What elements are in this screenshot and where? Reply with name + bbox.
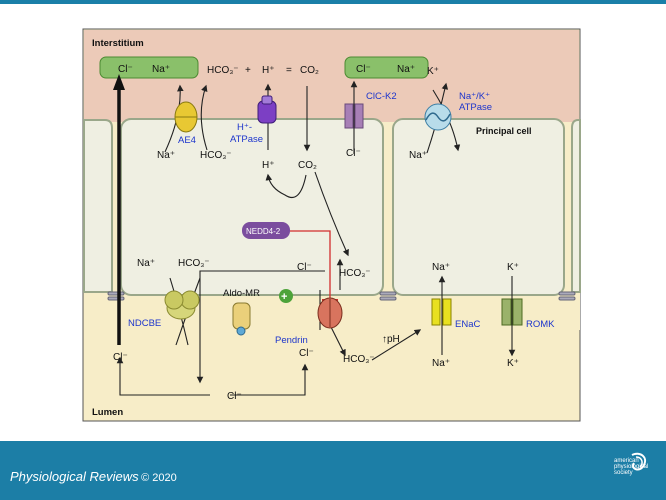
svg-text:Cl⁻: Cl⁻ (346, 148, 361, 159)
ae4-transporter: AE4 (174, 101, 198, 146)
svg-text:HCO₃⁻: HCO₃⁻ (339, 268, 371, 279)
svg-text:+: + (245, 65, 251, 76)
svg-text:H⁺: H⁺ (262, 65, 275, 76)
svg-text:Cl⁻: Cl⁻ (356, 64, 371, 75)
svg-text:ClC-K2: ClC-K2 (366, 91, 397, 102)
svg-text:Cl⁻: Cl⁻ (297, 262, 312, 273)
svg-text:Na⁺: Na⁺ (157, 150, 175, 161)
svg-text:ROMK: ROMK (526, 319, 555, 330)
svg-text:Na⁺: Na⁺ (432, 358, 450, 369)
svg-text:HCO₃⁻: HCO₃⁻ (343, 354, 375, 365)
principal-cell-label: Principal cell (476, 126, 532, 136)
svg-text:ATPase: ATPase (230, 134, 263, 145)
svg-text:Na⁺: Na⁺ (137, 258, 155, 269)
svg-text:HCO₃⁻: HCO₃⁻ (178, 258, 210, 269)
aldo-mr: Aldo-MR (223, 288, 260, 336)
svg-text:NEDD4-2: NEDD4-2 (246, 227, 281, 236)
svg-text:Na⁺: Na⁺ (409, 150, 427, 161)
journal-name: Physiological Reviews (10, 469, 139, 484)
top-accent-bar (0, 0, 666, 4)
pendrin-transporter: Pendrin (275, 297, 343, 346)
lumen-label: Lumen (92, 407, 123, 418)
svg-text:CO₂: CO₂ (300, 65, 319, 76)
svg-text:ENaC: ENaC (455, 319, 480, 330)
diagram: Interstitium Lumen Principal cell Cl⁻ Na… (82, 28, 581, 422)
svg-text:Cl⁻: Cl⁻ (299, 348, 314, 359)
enac-channel: ENaC (431, 298, 480, 330)
svg-text:Aldo-MR: Aldo-MR (223, 288, 260, 299)
svg-text:Cl⁻: Cl⁻ (113, 352, 128, 363)
svg-text:H⁺-: H⁺- (237, 122, 252, 133)
principal-cell (392, 118, 565, 296)
svg-text:AE4: AE4 (178, 135, 196, 146)
svg-text:K⁺: K⁺ (507, 358, 519, 369)
svg-text:+: + (281, 291, 287, 303)
svg-text:HCO₃⁻: HCO₃⁻ (207, 65, 239, 76)
svg-text:Cl⁻: Cl⁻ (227, 391, 242, 402)
clc-k2-channel: ClC-K2 (344, 91, 397, 129)
svg-text:ATPase: ATPase (459, 102, 492, 113)
aps-logo-text: american physiological society (614, 458, 649, 476)
ion-labels: HCO₃⁻ + H⁺ = CO₂ K⁺ Na⁺ HCO₃⁻ H⁺ CO₂ Cl⁻… (113, 65, 519, 402)
svg-text:Na⁺: Na⁺ (397, 64, 415, 75)
svg-text:HCO₃⁻: HCO₃⁻ (200, 150, 232, 161)
cell-right-partial (571, 119, 581, 293)
svg-text:K⁺: K⁺ (507, 262, 519, 273)
green-box-left: Cl⁻ Na⁺ (99, 56, 199, 79)
svg-text:K⁺: K⁺ (427, 66, 439, 77)
svg-text:Na⁺: Na⁺ (152, 64, 170, 75)
green-box-right: Cl⁻ Na⁺ (344, 56, 429, 79)
romk-channel: ROMK (501, 298, 555, 330)
interstitium-label: Interstitium (92, 38, 144, 49)
activation-plus-icon: + (279, 289, 293, 303)
footer-bar: Physiological Reviews © 2020 (0, 441, 666, 500)
cell-left-partial (83, 119, 113, 293)
svg-text:H⁺: H⁺ (262, 160, 275, 171)
svg-text:Na⁺/K⁺: Na⁺/K⁺ (459, 91, 490, 102)
nak-atpase: Na⁺/K⁺ ATPase (424, 91, 492, 131)
svg-text:CO₂: CO₂ (298, 160, 317, 171)
svg-text:NDCBE: NDCBE (128, 318, 161, 329)
h-atpase-pump: H⁺- ATPase (230, 95, 277, 145)
footer-citation: Physiological Reviews © 2020 (10, 469, 177, 484)
nedd4-2: NEDD4-2 (242, 222, 290, 239)
svg-text:Pendrin: Pendrin (275, 335, 308, 346)
paracellular-cl-arrow (113, 74, 125, 345)
intercalated-cell (120, 118, 384, 296)
svg-text:Na⁺: Na⁺ (432, 262, 450, 273)
copyright: © 2020 (141, 472, 177, 484)
svg-text:↑pH: ↑pH (382, 334, 400, 345)
ndcbe-transporter: NDCBE (128, 290, 200, 329)
aps-logo-icon (631, 452, 646, 471)
svg-text:Cl⁻: Cl⁻ (118, 64, 133, 75)
svg-text:=: = (286, 65, 292, 76)
